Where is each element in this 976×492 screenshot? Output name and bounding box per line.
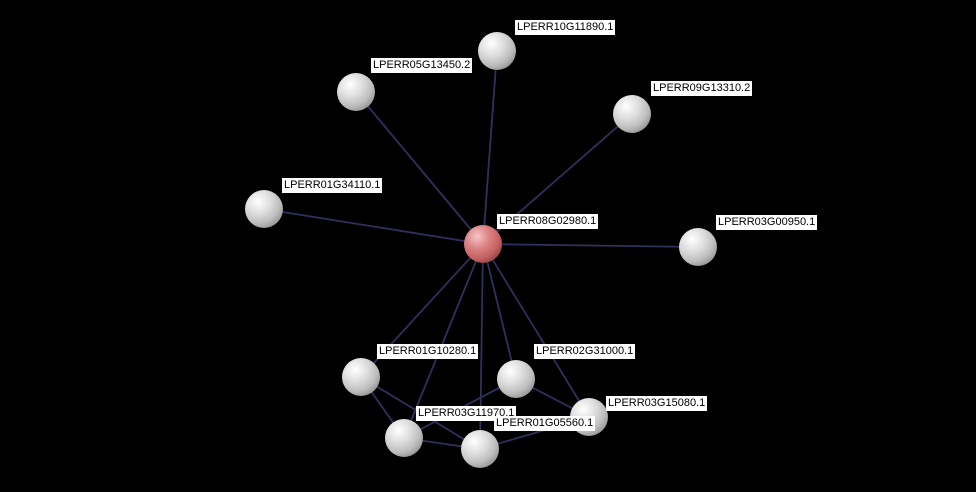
node-label[interactable]: LPERR10G11890.1 xyxy=(515,20,616,35)
graph-node[interactable] xyxy=(497,360,535,398)
node-label[interactable]: LPERR08G02980.1 xyxy=(497,214,599,229)
graph-node[interactable] xyxy=(342,358,380,396)
node-label[interactable]: LPERR09G13310.2 xyxy=(651,81,753,96)
graph-node[interactable] xyxy=(613,95,651,133)
graph-edge xyxy=(355,91,484,245)
graph-edge xyxy=(403,243,484,439)
graph-node[interactable] xyxy=(385,419,423,457)
node-label[interactable]: LPERR03G11970.1 xyxy=(416,406,517,421)
graph-node[interactable] xyxy=(679,228,717,266)
node-label[interactable]: LPERR01G05560.1 xyxy=(494,416,596,431)
node-label[interactable]: LPERR05G13450.2 xyxy=(371,58,473,73)
graph-node-selected[interactable] xyxy=(464,225,502,263)
node-label[interactable]: LPERR01G34110.1 xyxy=(282,178,383,193)
graph-node[interactable] xyxy=(245,190,283,228)
node-label[interactable]: LPERR03G15080.1 xyxy=(606,396,708,411)
graph-edge xyxy=(482,50,498,245)
graph-node[interactable] xyxy=(461,430,499,468)
graph-node[interactable] xyxy=(337,73,375,111)
node-label[interactable]: LPERR03G00950.1 xyxy=(716,215,818,230)
graph-edge xyxy=(482,243,517,380)
node-label[interactable]: LPERR02G31000.1 xyxy=(534,344,636,359)
graph-node[interactable] xyxy=(478,32,516,70)
node-label[interactable]: LPERR01G10280.1 xyxy=(377,344,479,359)
graph-edge xyxy=(263,208,484,245)
graph-edge xyxy=(482,243,699,248)
graph-edge xyxy=(482,243,590,418)
